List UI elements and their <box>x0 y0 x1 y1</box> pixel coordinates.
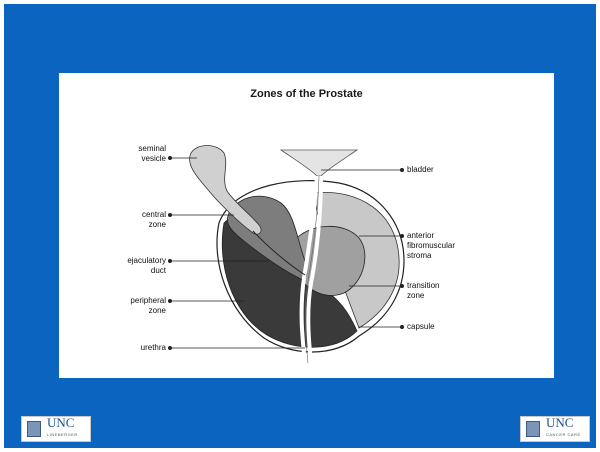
logo-left-text: UNC <box>47 415 74 430</box>
old-well-icon <box>27 421 41 437</box>
bladder <box>281 150 357 176</box>
diagram-panel: Zones of the Prostate <box>59 73 554 378</box>
logo-right-text: UNC <box>546 415 573 430</box>
logo-left-subtext: LINEBERGER <box>47 429 78 441</box>
label-urethra: urethra <box>104 343 166 353</box>
label-capsule: capsule <box>407 322 435 332</box>
logo-right-subtext: CANCER CARE <box>546 429 581 441</box>
label-bladder: bladder <box>407 165 434 175</box>
old-well-icon <box>526 421 540 437</box>
